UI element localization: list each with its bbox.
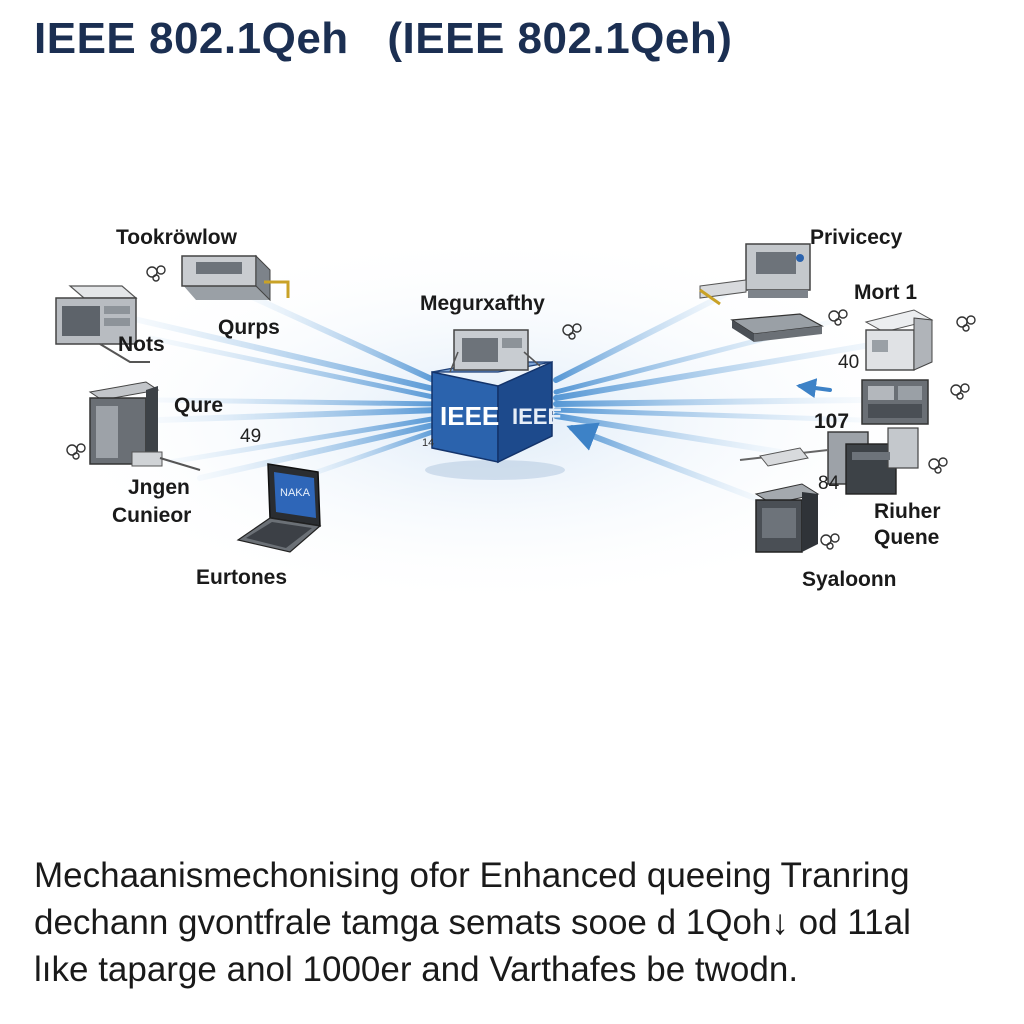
beam-arrow (157, 397, 441, 407)
beam-arrow (553, 337, 903, 401)
caption: Mechaanismechonising ofor Enhanced queei… (34, 852, 1004, 993)
label-quene: Quene (874, 526, 939, 549)
label-40: 40 (838, 352, 859, 373)
gear-icon (562, 323, 582, 340)
network-device-icon (861, 379, 929, 425)
caption-line-1: Mechaanismechonising ofor Enhanced queei… (34, 856, 910, 895)
gear-icon (950, 383, 970, 400)
right-beams (553, 289, 903, 503)
network-device-icon (699, 243, 811, 306)
gear-icon (66, 443, 86, 460)
gear-icon (146, 265, 166, 282)
gear-icons (66, 265, 976, 550)
label-tookrowlow: Tookröwlow (116, 226, 238, 249)
network-device-icon (864, 309, 934, 371)
label-syaloonn: Syaloonn (802, 568, 897, 591)
label-qure: Qure (174, 394, 223, 417)
label-riuher: Riuher (874, 500, 941, 523)
beam-arrow (553, 289, 733, 383)
beam-arrow (553, 397, 863, 407)
beam-arrow (127, 315, 441, 393)
beam-arrow (147, 335, 441, 401)
label-eurtones: Eurtones (196, 566, 287, 589)
network-device-icon (55, 285, 150, 363)
caption-line-3: lıke taparge anol 1000er and Varthafes b… (34, 950, 799, 989)
ieee-hub: IEEE IEEE (425, 329, 565, 480)
beam-arrow (247, 293, 441, 385)
label-qurps: Qurps (218, 316, 280, 339)
beam-arrow (157, 407, 441, 423)
network-device-icon (754, 483, 820, 553)
label-mort: Mort 1 (854, 281, 917, 304)
beam-arrow (167, 415, 441, 465)
laptop-icon (236, 463, 322, 553)
label-84: 84 (818, 473, 840, 494)
title-right: (IEEE 802.1Qeh) (387, 14, 733, 63)
network-device-icon (88, 381, 201, 471)
title-left: IEEE 802.1Qeh (34, 14, 349, 63)
label-nots: Nots (118, 333, 165, 356)
gear-icon (828, 309, 848, 326)
network-device-icon (181, 254, 290, 302)
page-title: IEEE 802.1Qeh (IEEE 802.1Qeh) (34, 14, 758, 64)
label-megurxafthy: Megurxafthy (420, 292, 545, 315)
label-107: 107 (814, 410, 849, 433)
beam-arrow (297, 427, 441, 481)
gear-icon (956, 315, 976, 332)
label-cunieor: Cunieor (112, 504, 191, 527)
hub-side-text: IEEE (512, 404, 562, 429)
laptop-screen-text: NAKA (280, 487, 311, 499)
caption-line-2: dechann gvontfrale tamga semats sooe d 1… (34, 903, 911, 942)
network-device-icon (739, 427, 919, 495)
network-device-icon (730, 313, 824, 342)
beam-arrow (553, 413, 783, 455)
label-49: 49 (240, 426, 261, 447)
label-jngen: Jngen (128, 476, 190, 499)
label-privicecy: Privicecy (810, 226, 903, 249)
beam-arrow (566, 422, 763, 503)
beam-arrow (197, 421, 441, 481)
gear-icon (820, 533, 840, 550)
left-beams (127, 293, 441, 481)
hub-front-text: IEEE (440, 401, 499, 431)
gear-icon (928, 457, 948, 474)
hub-small-number: 14 (422, 437, 434, 449)
beam-arrow (553, 407, 863, 423)
small-arrow-icon (796, 378, 832, 399)
